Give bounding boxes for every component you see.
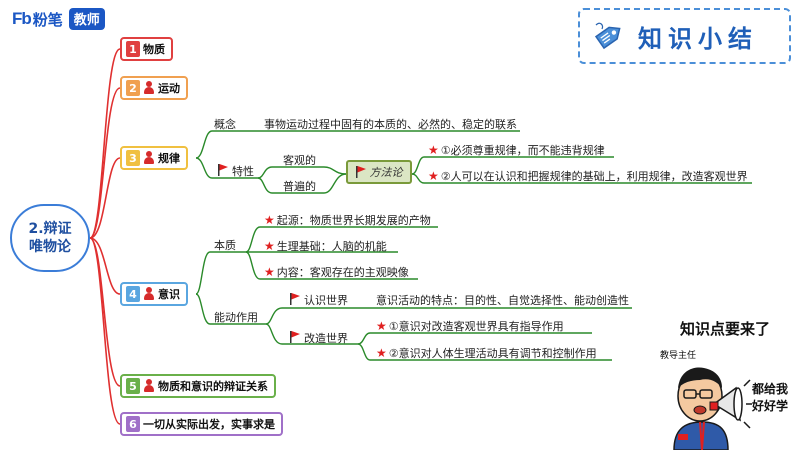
- consciousness-content: ★内容：客观存在的主观映像: [264, 264, 409, 280]
- main-item-label: 意识: [158, 288, 180, 301]
- teacher-speech: 都给我好好学: [752, 382, 789, 413]
- change-world-2-text: ②意识对人体生理活动具有调节和控制作用: [388, 347, 597, 360]
- methodology-label: 方法论: [369, 166, 403, 179]
- law-concept-label: 概念: [214, 118, 236, 131]
- main-item-label: 物质和意识的辩证关系: [158, 380, 268, 393]
- law-feature-node: 特性: [218, 163, 254, 179]
- star-icon: ★: [264, 239, 275, 253]
- consciousness-origin: ★起源：物质世界长期发展的产物: [264, 212, 431, 228]
- know-world-label: 认识世界: [304, 294, 348, 307]
- summary-title: 知识小结: [638, 23, 758, 53]
- consciousness-content-text: 内容：客观存在的主观映像: [276, 266, 409, 279]
- main-item-matter: 1 物质: [120, 37, 173, 61]
- main-item-label: 物质: [143, 43, 165, 56]
- item-number: 6: [126, 416, 140, 432]
- consciousness-physio: ★生理基础：人脑的机能: [264, 238, 387, 254]
- summary-banner: 知识小结: [578, 8, 791, 64]
- law-feature-objective: 客观的: [283, 154, 316, 167]
- law-method-1: ★①必须尊重规律，而不能违背规律: [428, 142, 605, 158]
- teacher-role: 教导主任: [660, 351, 697, 361]
- flag-icon: [218, 164, 228, 176]
- person-icon: [143, 81, 155, 95]
- person-icon: [143, 287, 155, 301]
- item-number: 2: [126, 80, 140, 96]
- main-branch-lines: [89, 48, 121, 425]
- root-label: 2.辩证唯物论: [28, 221, 72, 255]
- consciousness-physio-text: 生理基础：人脑的机能: [276, 240, 387, 253]
- logo-mark: Fb: [12, 9, 32, 28]
- item-number: 5: [126, 378, 140, 394]
- flag-icon: [290, 331, 300, 343]
- law-concept-text: 事物运动过程中固有的本质的、必然的、稳定的联系: [264, 118, 517, 131]
- main-item-law: 3 规律: [120, 146, 188, 170]
- law-feature-universal: 普遍的: [283, 180, 316, 193]
- law-method-2-text: ②人可以在认识和把握规律的基础上，利用规律，改造客观世界: [440, 170, 748, 183]
- person-icon: [143, 151, 155, 165]
- flag-icon: [290, 293, 300, 305]
- item-number: 4: [126, 286, 140, 302]
- teacher-headline: 知识点要来了: [680, 320, 771, 338]
- person-icon: [143, 379, 155, 393]
- teacher-megaphone-illustration: [673, 367, 752, 450]
- change-world-1-text: ①意识对改造客观世界具有指导作用: [388, 320, 564, 333]
- consciousness-initiative-label: 能动作用: [214, 311, 258, 324]
- main-item-seek-truth: 6 一切从实际出发，实事求是: [120, 412, 283, 436]
- root-node: 2.辩证唯物论: [10, 204, 90, 272]
- change-world-label: 改造世界: [304, 332, 348, 345]
- star-icon: ★: [264, 213, 275, 227]
- main-item-consciousness: 4 意识: [120, 282, 188, 306]
- price-tag-icon: [594, 22, 621, 50]
- main-item-dialectic-relation: 5 物质和意识的辩证关系: [120, 374, 276, 398]
- star-icon: ★: [376, 319, 387, 333]
- main-item-motion: 2 运动: [120, 76, 188, 100]
- change-world-2: ★②意识对人体生理活动具有调节和控制作用: [376, 345, 597, 361]
- consciousness-essence-label: 本质: [214, 239, 236, 252]
- law-feature-label: 特性: [232, 165, 254, 178]
- item-number: 1: [126, 41, 140, 57]
- law-method-2: ★②人可以在认识和把握规律的基础上，利用规律，改造客观世界: [428, 168, 748, 184]
- logo-badge: 教师: [68, 8, 105, 30]
- brand-logo: Fb 粉笔 教师: [12, 8, 105, 30]
- star-icon: ★: [428, 169, 439, 183]
- main-item-label: 一切从实际出发，实事求是: [143, 418, 275, 431]
- logo-name: 粉笔: [32, 10, 63, 29]
- change-world-1: ★①意识对改造客观世界具有指导作用: [376, 318, 564, 334]
- law-method-1-text: ①必须尊重规律，而不能违背规律: [440, 144, 605, 157]
- main-item-label: 运动: [158, 82, 180, 95]
- flag-icon: [355, 166, 366, 178]
- item-number: 3: [126, 150, 140, 166]
- star-icon: ★: [376, 346, 387, 360]
- change-world-node: 改造世界: [290, 330, 348, 346]
- star-icon: ★: [264, 265, 275, 279]
- main-item-label: 规律: [158, 152, 180, 165]
- know-world-node: 认识世界: [290, 292, 348, 308]
- methodology-node: 方法论: [346, 160, 412, 184]
- know-world-text: 意识活动的特点：目的性、自觉选择性、能动创造性: [376, 294, 629, 307]
- consciousness-origin-text: 起源：物质世界长期发展的产物: [276, 214, 431, 227]
- star-icon: ★: [428, 143, 439, 157]
